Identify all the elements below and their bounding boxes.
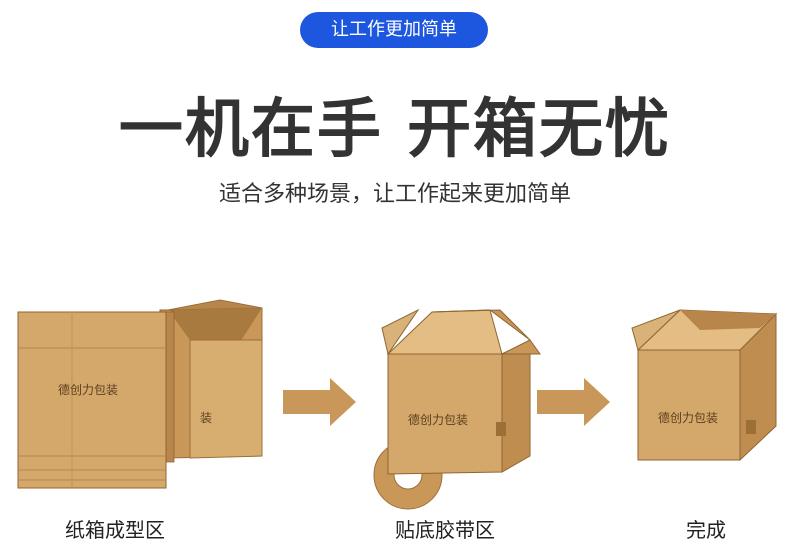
box-brand-text: 德创力包装	[658, 410, 718, 425]
subheadline: 适合多种场景，让工作起来更加简单	[218, 182, 571, 207]
process-illustration: 德创力包装 装 德创力包装 德创力包装	[17, 299, 778, 510]
headline: 一机在手 开箱无忧	[118, 93, 672, 167]
box-brand-text: 德创力包装	[58, 382, 118, 397]
stage-label-forming: 纸箱成型区	[65, 518, 165, 542]
right-arrow-icon	[283, 378, 356, 426]
right-arrow-icon	[537, 378, 610, 426]
finished-carton: 德创力包装	[631, 309, 778, 462]
flat-carton-stack: 德创力包装 装	[17, 299, 263, 489]
box-brand-text: 德创力包装	[408, 412, 468, 427]
taped-carton: 德创力包装	[373, 308, 541, 510]
box-brand-partial-text: 装	[200, 411, 212, 425]
slogan-badge: 让工作更加简单	[300, 12, 488, 48]
stage-label-done: 完成	[686, 518, 726, 542]
stage-label-taping: 贴底胶带区	[395, 518, 495, 542]
